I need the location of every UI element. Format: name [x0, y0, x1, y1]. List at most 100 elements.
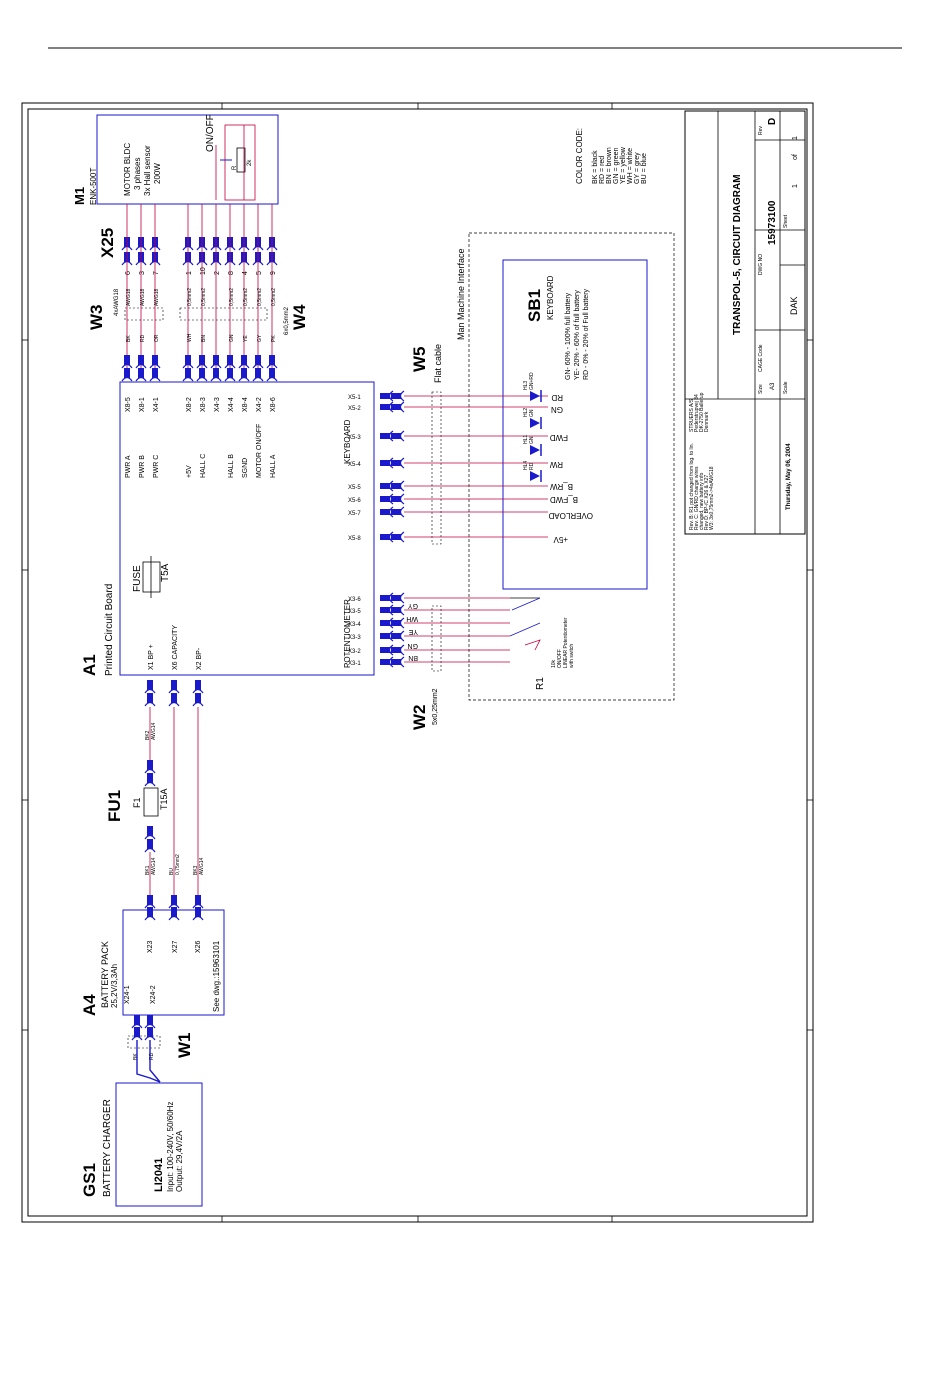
- a1-top-signal-label: PWR C: [153, 455, 160, 478]
- w5-spec: Flat cable: [433, 344, 443, 383]
- a1-top-pin: [224, 368, 236, 382]
- led-label: HL2: [523, 408, 529, 417]
- color-code-entry: YE = yellow: [620, 146, 627, 184]
- led-label: HL1: [523, 435, 529, 444]
- w2-wire-label: YE: [408, 628, 418, 635]
- sb1-key-label: +5V: [553, 535, 568, 544]
- w3-wire-gauge: AWG18: [154, 288, 160, 306]
- w4-wire-color: GN: [229, 334, 235, 342]
- a1-top-pin-label: X4-2: [256, 397, 263, 412]
- color-code-entry: BU = blue: [641, 153, 648, 184]
- led: [530, 471, 540, 481]
- w1-ref: W1: [175, 1033, 194, 1059]
- w1-pin: [131, 1027, 143, 1041]
- a1-top-pin: [252, 368, 264, 382]
- a1-top-signal-label: PWR B: [139, 455, 146, 478]
- a1-ref: A1: [80, 654, 99, 676]
- x25-pin-number: 3: [139, 271, 146, 275]
- color-code-entry: GY = grey: [634, 152, 641, 184]
- a4-see: See dwg.:15963101: [212, 940, 221, 1012]
- x25-pin-number: 8: [228, 271, 235, 275]
- a1-pot-pin: [391, 656, 405, 668]
- sb1-name: KEYBOARD: [546, 275, 555, 320]
- wire-label: AWG14: [151, 857, 157, 875]
- a1-top-pin: [224, 355, 236, 369]
- rev-label: Rev: [758, 126, 764, 135]
- of-label: of: [792, 154, 799, 160]
- a1-top-pin-label: X8-6: [270, 397, 277, 412]
- a4-pin-label: X26: [195, 940, 202, 953]
- w4-wire-gauge: 0,5mm2: [257, 288, 263, 306]
- a1-top-pin: [266, 368, 278, 382]
- title-block: TRANSPOL-5, CIRCUIT DIAGRAM Rev D DWG NO…: [684, 110, 806, 535]
- a1-kb-pin: [380, 401, 394, 413]
- a1-top-pin: [266, 355, 278, 369]
- charger-gs1: GS1 BATTERY CHARGER LI2041 Input: 100-24…: [80, 1082, 203, 1207]
- wire-label: BK1: [145, 865, 151, 875]
- a1-pot-pin: [380, 644, 394, 656]
- fu1-pin: [144, 773, 156, 787]
- a1-pot-pin: [391, 630, 405, 642]
- gs1-ref: GS1: [80, 1163, 99, 1197]
- a1-top-pin: [182, 355, 194, 369]
- a4-pin: [168, 907, 180, 921]
- a4-pin: [144, 907, 156, 921]
- w1-pin: [144, 1015, 156, 1029]
- color-code-entry: GN = green: [613, 148, 620, 184]
- a1-pot-pin: [380, 630, 394, 642]
- sheet-label: Sheet: [783, 214, 789, 228]
- w3-spec: 4xAWG18: [114, 288, 120, 316]
- a1-kb-pin: [391, 506, 405, 518]
- a4-name: BATTERY PACK: [100, 941, 110, 1008]
- a1-kb-pin-label: X5-3: [348, 435, 361, 441]
- x25-pin-number: 6: [125, 271, 132, 275]
- wire-label: AWG14: [199, 857, 205, 875]
- m1-rval: 2k: [247, 159, 253, 166]
- a1-top-pin: [121, 368, 133, 382]
- a1-top-pin: [121, 355, 133, 369]
- a1-fuse: FUSE: [132, 565, 143, 592]
- color-code-entry: WH = white: [627, 148, 634, 184]
- a1-top-pin: [149, 355, 161, 369]
- date: Thursday, May 06, 2004: [786, 443, 792, 510]
- title: TRANSPOL-5, CIRCUIT DIAGRAM: [732, 174, 743, 335]
- rev-note-line: Rev D: BP-/C X26 & X27: [704, 474, 710, 530]
- w2-wire-label: BN: [408, 654, 418, 661]
- x25-pin-number: 4: [242, 271, 249, 275]
- m1-switch: ON/OFF: [205, 114, 216, 152]
- a1-pot-pin-label: X3-1: [348, 661, 361, 667]
- w3-ref: W3: [87, 305, 106, 331]
- a1-bottom-pin-label: X2 BP-: [196, 647, 203, 670]
- a1-top-pin: [149, 368, 161, 382]
- company-line: Pederstrupvej 84: [694, 394, 700, 432]
- a1-fuse-value: T5A: [160, 563, 171, 582]
- a1-pot-pin: [380, 656, 394, 668]
- a1-pot-pin-label: X3-6: [348, 597, 361, 603]
- a4-pin-label: X24-2: [150, 985, 157, 1004]
- dwg-no-label: DWG NO: [758, 254, 764, 275]
- x25-pin-number: 9: [270, 271, 277, 275]
- a1-kb-pin: [391, 480, 405, 492]
- m1-r: R: [232, 165, 238, 170]
- w4-wire-gauge: 0,5mm2: [201, 288, 207, 306]
- a1-bottom-pin: [168, 680, 180, 694]
- w3-wire-gauge: AWG18: [140, 288, 146, 306]
- a1-potentiometer: POTENTIOMETER: [343, 599, 352, 668]
- a1-top-pin-label: X8-2: [186, 397, 193, 412]
- a1-top-pin: [135, 368, 147, 382]
- cage-label: CAGE Code: [758, 344, 764, 372]
- w4-spec: 6x0,5mm2: [284, 306, 290, 335]
- wire-label: BK3: [193, 865, 199, 875]
- potentiometer-r1: R1 10k ON/OFF LINEAR Potentiometer with …: [535, 617, 575, 690]
- a1-kb-pin: [391, 430, 405, 442]
- a1-top-pin-label: X8-1: [139, 397, 146, 412]
- w4-wire-color: WH: [187, 333, 193, 342]
- a1-pot-pin-label: X3-4: [348, 622, 361, 628]
- sb1-legend-line: YE- 20% - 60% of full battery: [574, 290, 581, 380]
- fu1-pin: [144, 826, 156, 840]
- a1-top-pin: [238, 368, 250, 382]
- rev-note-line: Rev. C: GN/RD charge wires: [694, 466, 700, 530]
- a4-ref: A4: [80, 994, 99, 1016]
- a1-top-signal-label: +5V: [186, 465, 193, 478]
- w1-wire-label: BK: [133, 1053, 139, 1060]
